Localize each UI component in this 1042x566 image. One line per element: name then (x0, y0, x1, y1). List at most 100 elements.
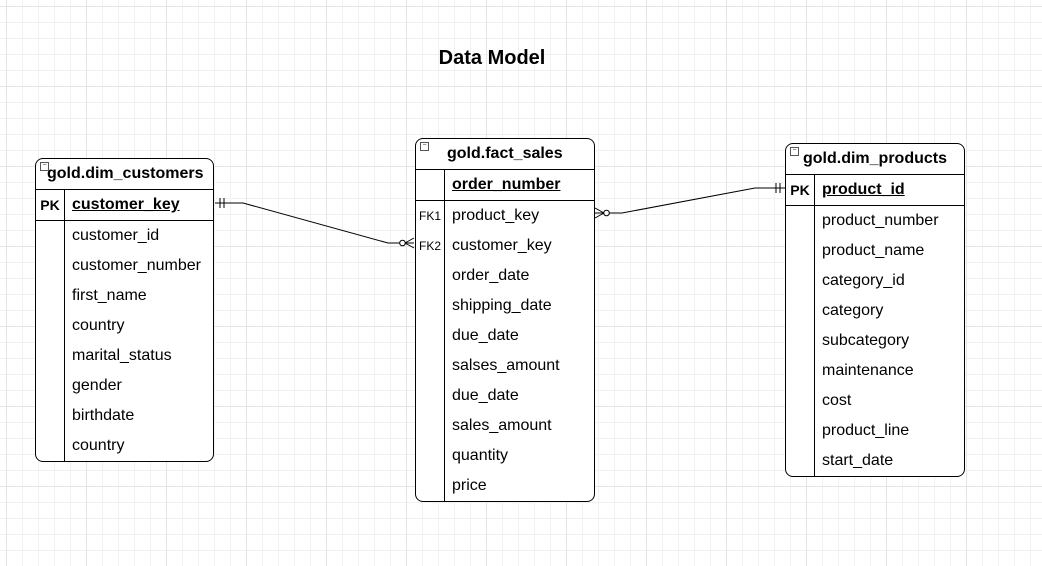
column-row[interactable]: FK2 customer_key (416, 231, 594, 261)
column-name: country (72, 317, 125, 334)
column-row[interactable]: shipping_date (416, 291, 594, 321)
key-label (36, 431, 65, 461)
column-name: product_line (822, 422, 910, 439)
column-row[interactable]: cost (786, 386, 964, 416)
column-name: due_date (452, 327, 519, 344)
column-name: start_date (822, 452, 894, 469)
entity-dim-products[interactable]: − gold.dim_products PK product_id produc… (785, 143, 965, 477)
column-row[interactable]: due_date (416, 381, 594, 411)
column-row[interactable]: country (36, 431, 213, 461)
column-row[interactable]: marital_status (36, 341, 213, 371)
collapse-icon[interactable]: − (420, 142, 429, 151)
entity-header[interactable]: − gold.dim_customers (36, 159, 213, 190)
column-row[interactable]: product_number (786, 206, 964, 236)
key-label (786, 416, 815, 446)
diagram-title: Data Model (438, 47, 546, 69)
column-row[interactable]: subcategory (786, 326, 964, 356)
key-label (416, 321, 445, 351)
key-label (416, 411, 445, 441)
column-name: cost (822, 392, 852, 409)
key-label (786, 296, 815, 326)
column-name: sales_amount (452, 417, 552, 434)
column-row[interactable]: product_name (786, 236, 964, 266)
key-label (36, 251, 65, 281)
key-label (36, 221, 65, 251)
key-label: FK2 (416, 231, 445, 261)
column-name: marital_status (72, 347, 172, 364)
collapse-icon[interactable]: − (790, 147, 799, 156)
column-name: salses_amount (452, 357, 560, 374)
column-row[interactable]: maintenance (786, 356, 964, 386)
entity-name: gold.dim_customers (47, 165, 204, 182)
key-label: PK (786, 175, 815, 205)
column-row[interactable]: product_line (786, 416, 964, 446)
column-name: category (822, 302, 884, 319)
column-name: customer_id (72, 227, 160, 244)
column-row[interactable]: category_id (786, 266, 964, 296)
column-name: customer_key (452, 237, 552, 254)
key-label (416, 291, 445, 321)
key-label (36, 311, 65, 341)
column-row[interactable]: category (786, 296, 964, 326)
key-label (786, 446, 815, 476)
column-name: maintenance (822, 362, 914, 379)
entity-name: gold.dim_products (803, 150, 947, 167)
column-row[interactable]: due_date (416, 321, 594, 351)
column-row[interactable]: gender (36, 371, 213, 401)
key-label (416, 381, 445, 411)
column-name: quantity (452, 447, 509, 464)
column-row[interactable]: FK1 product_key (416, 201, 594, 231)
column-name: due_date (452, 387, 519, 404)
key-label (786, 356, 815, 386)
column-row[interactable]: country (36, 311, 213, 341)
pk-row[interactable]: PK customer_key (36, 190, 213, 221)
column-row[interactable]: price (416, 471, 594, 501)
relationship-products-sales[interactable] (594, 183, 785, 219)
entity-header[interactable]: − gold.fact_sales (416, 139, 594, 170)
column-row[interactable]: customer_number (36, 251, 213, 281)
column-row[interactable]: order_date (416, 261, 594, 291)
collapse-icon[interactable]: − (40, 162, 49, 171)
entity-header[interactable]: − gold.dim_products (786, 144, 964, 175)
column-row[interactable]: start_date (786, 446, 964, 476)
key-label (786, 386, 815, 416)
key-label (36, 401, 65, 431)
column-name: first_name (72, 287, 147, 304)
key-label: PK (36, 190, 65, 220)
key-label (786, 236, 815, 266)
column-name: product_key (452, 207, 540, 224)
entity-dim-customers[interactable]: − gold.dim_customers PK customer_key cus… (35, 158, 214, 462)
column-name: category_id (822, 272, 905, 289)
key-label (416, 351, 445, 381)
column-row[interactable]: customer_id (36, 221, 213, 251)
key-label (786, 266, 815, 296)
column-name: country (72, 437, 125, 454)
zero-or-many-marker (399, 239, 406, 247)
column-name: product_id (822, 181, 905, 198)
column-name: subcategory (822, 332, 910, 349)
column-name: birthdate (72, 407, 135, 424)
column-row[interactable]: birthdate (36, 401, 213, 431)
entity-fact-sales[interactable]: − gold.fact_sales order_number FK1 produc… (415, 138, 595, 502)
pk-row[interactable]: order_number (416, 170, 594, 201)
key-label (36, 281, 65, 311)
column-name: order_number (452, 176, 561, 193)
key-label (416, 471, 445, 501)
key-label (416, 170, 445, 200)
column-name: shipping_date (452, 297, 552, 314)
pk-row[interactable]: PK product_id (786, 175, 964, 206)
key-label (416, 441, 445, 471)
key-label (786, 326, 815, 356)
column-row[interactable]: sales_amount (416, 411, 594, 441)
column-row[interactable]: first_name (36, 281, 213, 311)
key-label: FK1 (416, 201, 445, 231)
key-label (36, 341, 65, 371)
column-row[interactable]: quantity (416, 441, 594, 471)
column-name: gender (72, 377, 122, 394)
key-label (786, 206, 815, 236)
relationship-customers-sales[interactable] (215, 198, 415, 249)
key-label (36, 371, 65, 401)
column-row[interactable]: salses_amount (416, 351, 594, 381)
column-name: customer_key (72, 196, 180, 213)
